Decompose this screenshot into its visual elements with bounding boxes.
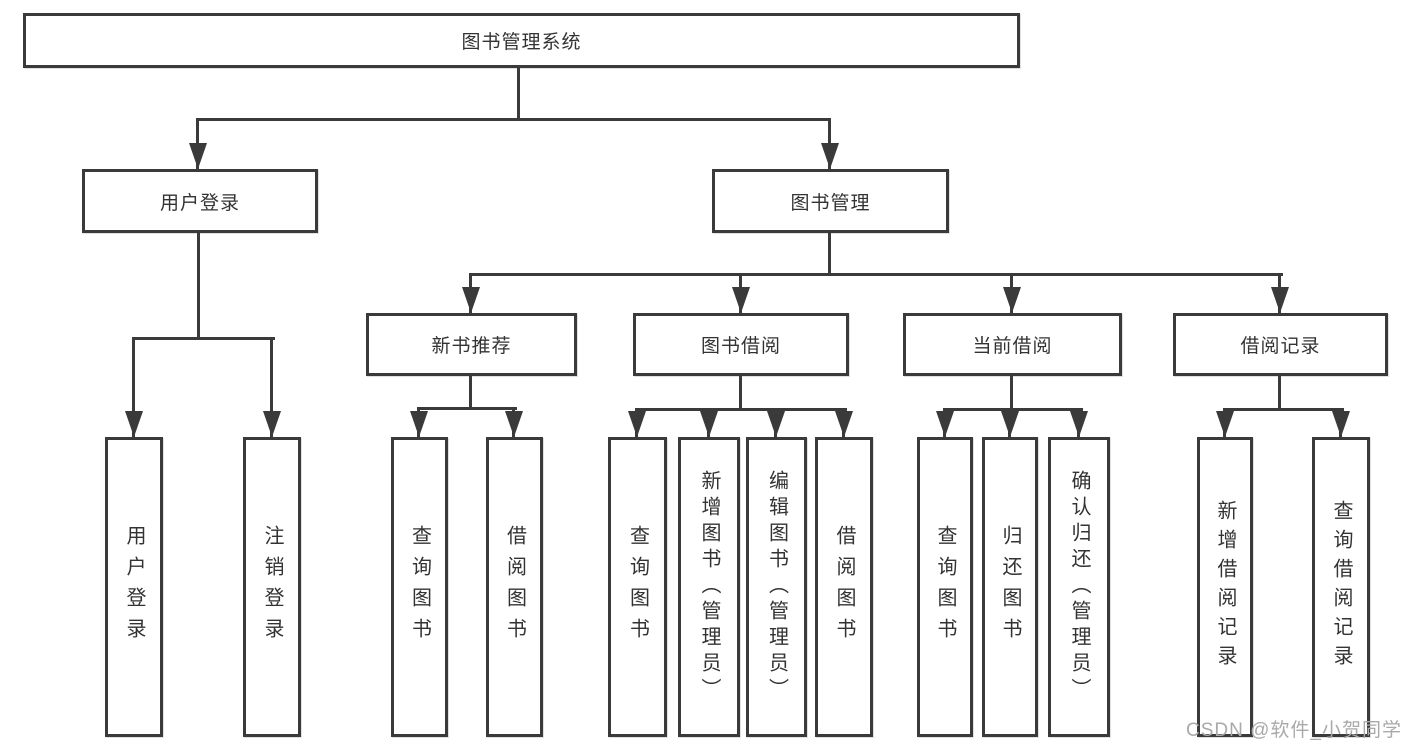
leaf-edit-books-admin: 编辑图书（管理员） [746, 437, 807, 737]
connector-book-mgmt-stub [828, 231, 831, 276]
arrow-down-icon [774, 408, 777, 437]
connector-level2-rail [197, 118, 831, 121]
connector-root-stub [517, 66, 520, 121]
leaf-edit-books-admin-label: 编辑图书（管理员） [765, 470, 788, 704]
node-book-borrow-label: 图书借阅 [700, 336, 781, 357]
leaf-query-books-3: 查询图书 [917, 437, 973, 737]
node-book-borrow: 图书借阅 [633, 313, 849, 376]
arrow-down-icon [828, 118, 831, 169]
arrow-down-icon [707, 408, 710, 437]
leaf-query-books-2: 查询图书 [608, 437, 667, 737]
node-current-borrow-label: 当前借阅 [972, 336, 1053, 357]
connector-user-login-rail [133, 337, 275, 340]
leaf-query-borrow-record: 查询借阅记录 [1312, 437, 1370, 737]
node-book-management: 图书管理 [712, 169, 949, 233]
node-book-management-label: 图书管理 [790, 192, 871, 214]
connector-new-book-rail [418, 407, 517, 410]
leaf-query-books-2-label: 查询图书 [626, 525, 649, 649]
arrow-down-icon [1278, 273, 1281, 313]
connector-level3-rail [469, 273, 1283, 276]
arrow-down-icon [1077, 408, 1080, 437]
connector-new-book-stub [469, 374, 472, 410]
leaf-logout-label: 注销登录 [261, 525, 283, 649]
leaf-borrow-books-1: 借阅图书 [486, 437, 543, 737]
leaf-query-borrow-record-label: 查询借阅记录 [1330, 500, 1352, 674]
arrow-down-icon [1339, 408, 1342, 437]
leaf-return-books-label: 归还图书 [999, 525, 1021, 649]
arrow-down-icon [635, 408, 638, 437]
leaf-query-books-3-label: 查询图书 [934, 525, 956, 649]
node-new-book-recommend: 新书推荐 [366, 313, 577, 376]
leaf-borrow-books-2: 借阅图书 [815, 437, 873, 737]
connector-borrow-records-rail [1224, 408, 1344, 411]
connector-book-borrow-rail [636, 408, 847, 411]
leaf-add-borrow-record-label: 新增借阅记录 [1214, 500, 1236, 674]
arrow-down-icon [469, 273, 472, 313]
arrow-down-icon [842, 408, 845, 437]
leaf-query-books-1: 查询图书 [391, 437, 448, 737]
arrow-down-icon [196, 118, 199, 169]
connector-book-borrow-stub [739, 374, 742, 411]
node-new-book-recommend-label: 新书推荐 [431, 336, 512, 357]
leaf-add-books-admin-label: 新增图书（管理员） [698, 470, 720, 704]
arrow-down-icon [1223, 408, 1226, 437]
node-root: 图书管理系统 [23, 13, 1020, 68]
node-root-label: 图书管理系统 [461, 32, 582, 53]
node-borrow-records: 借阅记录 [1173, 313, 1388, 376]
arrow-down-icon [739, 273, 742, 313]
node-current-borrow: 当前借阅 [903, 313, 1122, 376]
leaf-return-books: 归还图书 [982, 437, 1038, 737]
csdn-watermark: CSDN @软件_小贺同学 [1186, 720, 1402, 741]
node-borrow-records-label: 借阅记录 [1240, 336, 1321, 357]
connector-current-borrow-rail [944, 408, 1083, 411]
leaf-borrow-books-2-label: 借阅图书 [833, 525, 855, 649]
leaf-add-books-admin: 新增图书（管理员） [678, 437, 740, 737]
leaf-query-books-1-label: 查询图书 [408, 525, 431, 649]
leaf-borrow-books-1-label: 借阅图书 [503, 525, 526, 649]
arrow-down-icon [1008, 408, 1011, 437]
leaf-user-login-label: 用户登录 [123, 525, 145, 649]
arrow-down-icon [270, 337, 273, 437]
arrow-down-icon [512, 407, 515, 437]
node-user-login: 用户登录 [82, 169, 318, 233]
leaf-add-borrow-record: 新增借阅记录 [1197, 437, 1253, 737]
node-user-login-label: 用户登录 [159, 192, 240, 214]
leaf-confirm-return-admin-label: 确认归还（管理员） [1068, 470, 1090, 704]
connector-user-login-stub [197, 231, 200, 340]
arrow-down-icon [132, 337, 135, 437]
connector-borrow-records-stub [1278, 374, 1281, 411]
arrow-down-icon [417, 407, 420, 437]
arrow-down-icon [943, 408, 946, 437]
leaf-user-login: 用户登录 [105, 437, 163, 737]
leaf-logout: 注销登录 [243, 437, 301, 737]
connector-current-borrow-stub [1010, 374, 1013, 411]
leaf-confirm-return-admin: 确认归还（管理员） [1048, 437, 1110, 737]
arrow-down-icon [1010, 273, 1013, 313]
